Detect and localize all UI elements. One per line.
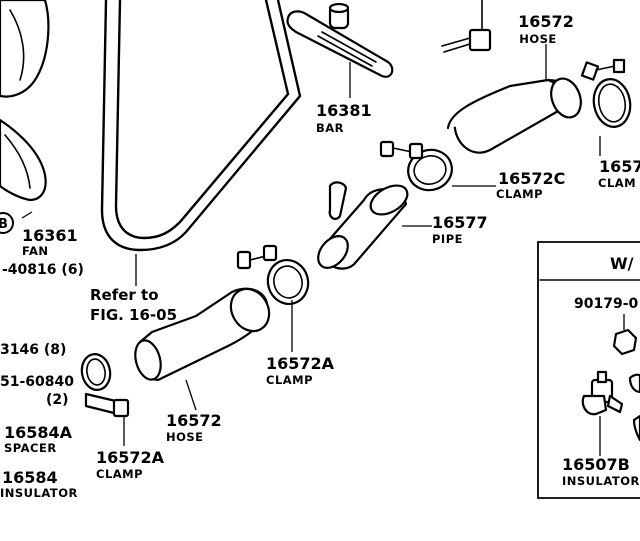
label-pipe: 16577 PIPE [432,213,488,246]
svg-text:PIPE: PIPE [432,232,463,246]
svg-text:16572: 16572 [518,12,574,31]
label-refer-to: Refer to FIG. 16-05 [90,286,177,324]
clamp-16572c [379,140,453,192]
insulator-right-part [581,370,640,456]
leader-lines [21,44,601,446]
label-clamp-top-right: 1657 CLAM [598,157,640,190]
svg-text:Refer to: Refer to [90,286,159,304]
svg-text:16572A: 16572A [266,354,335,373]
inset-nut [612,314,638,356]
svg-text:CLAMP: CLAMP [266,373,313,387]
label-hose-top: 16572 HOSE [518,12,574,46]
label-insulator-right: 16507B INSULATOR [562,455,640,488]
label-left-bolt-b: 51-60840 (2) [0,374,74,408]
label-hose-bottom: 16572 HOSE [166,411,222,444]
fan [0,0,50,202]
svg-text:16577: 16577 [432,213,488,232]
svg-text:SPACER: SPACER [4,441,57,455]
label-insulator-left: 16584 INSULATOR [0,468,78,500]
svg-text:16572C: 16572C [498,169,565,188]
clamp-top-right [580,58,632,128]
svg-text:HOSE: HOSE [519,32,557,46]
circled-b-marker: B [0,212,14,234]
svg-text:CLAMP: CLAMP [96,467,143,481]
label-clamp-16572c: 16572C CLAMP [496,169,565,201]
svg-text:16361: 16361 [22,226,78,245]
pipe-part [317,181,409,270]
clamp-16572a-low [80,353,130,418]
svg-text:B: B [0,217,8,232]
inset-title: W/ [610,254,634,273]
label-clamp-16572a-low: 16572A CLAMP [96,448,165,481]
drive-belt [100,0,302,252]
svg-text:CLAM: CLAM [598,176,636,190]
svg-text:16584: 16584 [2,468,58,487]
upper-hose [446,77,582,154]
svg-text:BAR: BAR [316,121,344,135]
lower-hose [134,287,271,382]
svg-text:INSULATOR: INSULATOR [562,474,640,488]
svg-text:FAN: FAN [22,244,49,258]
svg-text:16584A: 16584A [4,423,73,442]
svg-text:16572A: 16572A [96,448,165,467]
svg-text:16381: 16381 [316,101,372,120]
label-clamp-16572a-mid: 16572A CLAMP [266,354,335,387]
label-bar: 16381 BAR [316,101,372,135]
label-fan-bolt: -40816 (6) [2,262,84,278]
svg-text:FIG. 16-05: FIG. 16-05 [90,306,177,324]
svg-text:(2): (2) [46,392,69,408]
inset-box [537,241,640,499]
clamp-16572a-mid [236,244,310,305]
label-inset-nut: 90179-0 [574,296,639,312]
svg-text:16507B: 16507B [562,455,630,474]
bolt-top [441,0,492,53]
svg-text:51-60840: 51-60840 [0,374,74,390]
label-spacer: 16584A SPACER [4,423,73,455]
svg-text:CLAMP: CLAMP [496,187,543,201]
label-fan: 16361 FAN [22,226,78,258]
svg-text:HOSE: HOSE [166,430,204,444]
bar-part [286,2,394,78]
svg-text:16572: 16572 [166,411,222,430]
svg-text:1657: 1657 [599,157,640,176]
svg-text:INSULATOR: INSULATOR [0,486,78,500]
label-left-bolt-a: 3146 (8) [0,342,66,358]
